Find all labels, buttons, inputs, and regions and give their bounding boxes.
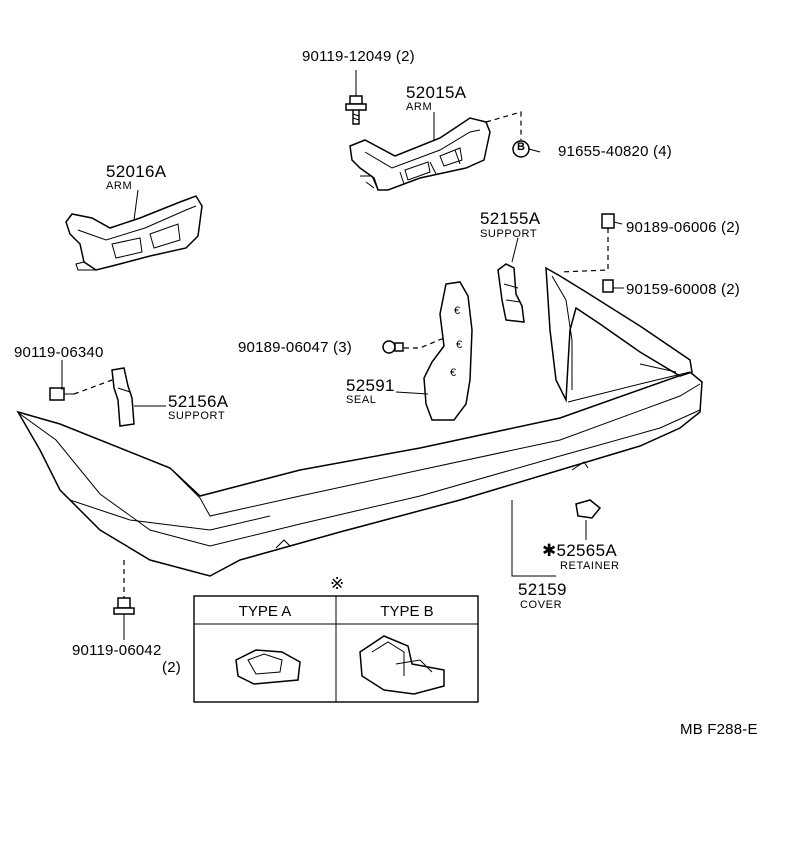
label-support-right-number: 52155A xyxy=(480,209,541,228)
label-bolt-top: 90119-12049 (2) xyxy=(302,48,415,65)
label-retainer-number: ✱52565A xyxy=(542,541,617,561)
support-52155a-part xyxy=(497,263,525,323)
part-qty: (2) xyxy=(721,219,740,236)
label-arm-right-number: 52015A xyxy=(406,83,467,102)
part-qty: (3) xyxy=(333,339,352,356)
label-arm-left-name: ARM xyxy=(106,180,133,192)
retainer-asterisk: ✱ xyxy=(542,541,557,560)
bolt-90119-06042-part xyxy=(113,597,135,615)
note-symbol: ※ xyxy=(330,574,345,593)
label-support-left-number: 52156A xyxy=(168,392,229,411)
label-support-right-name: SUPPORT xyxy=(480,228,538,240)
part-number: 90119-12049 xyxy=(302,48,392,65)
svg-text:€: € xyxy=(454,305,460,317)
type-a-header: TYPE A xyxy=(238,603,292,620)
label-seal-number: 52591 xyxy=(346,376,395,395)
label-cover-number: 52159 xyxy=(518,580,567,599)
label-bolt-bottom-number: 90119-06042 xyxy=(72,642,162,659)
part-number: 91655-40820 xyxy=(558,143,649,160)
part-number: 90189-06047 xyxy=(238,339,329,356)
label-bolt-bottom-qty: (2) xyxy=(162,659,181,676)
part-qty: (2) xyxy=(395,48,415,65)
nut-90189-06006-part xyxy=(601,213,623,229)
bolt-90119-12049-part xyxy=(345,95,367,125)
part-qty: (4) xyxy=(653,143,672,160)
part-number: 90189-06006 xyxy=(626,219,717,236)
svg-text:€: € xyxy=(456,339,462,351)
label-clip-b: 91655-40820 (4) xyxy=(558,143,672,160)
label-nut-seal: 90189-06047 (3) xyxy=(238,339,352,356)
support-52156a-part xyxy=(111,367,135,427)
label-nut-right: 90189-06006 (2) xyxy=(626,219,740,236)
label-arm-left-number: 52016A xyxy=(106,162,167,181)
type-b-header: TYPE B xyxy=(380,603,434,620)
label-cover-name: COVER xyxy=(520,599,563,611)
arm-52015a-part xyxy=(349,117,491,191)
label-support-left-name: SUPPORT xyxy=(168,410,226,422)
label-retainer-name: RETAINER xyxy=(560,560,620,572)
seal-52591-part: € € € xyxy=(423,281,473,421)
label-bolt-right: 90159-60008 (2) xyxy=(626,281,740,298)
bolt-90159-60008-part xyxy=(602,279,624,293)
part-qty: (2) xyxy=(721,281,740,298)
label-bolt-left-top: 90119-06340 xyxy=(14,344,104,361)
bumper-cover-part xyxy=(16,266,703,577)
label-arm-right-name: ARM xyxy=(406,101,433,113)
arm-52016a-part xyxy=(65,195,203,271)
label-seal-name: SEAL xyxy=(346,394,377,406)
type-table xyxy=(193,595,479,703)
nut-90189-06047-part xyxy=(382,340,404,354)
diagram-code: MB F288-E xyxy=(680,721,758,738)
part-number: 52565A xyxy=(556,541,617,560)
clip-b-marker xyxy=(512,140,541,158)
clip-b-letter: B xyxy=(517,141,525,153)
part-number: 90159-60008 xyxy=(626,281,717,298)
bolt-90119-06340-part xyxy=(49,387,74,401)
retainer-52565a-part xyxy=(575,499,602,519)
svg-text:€: € xyxy=(450,367,456,379)
